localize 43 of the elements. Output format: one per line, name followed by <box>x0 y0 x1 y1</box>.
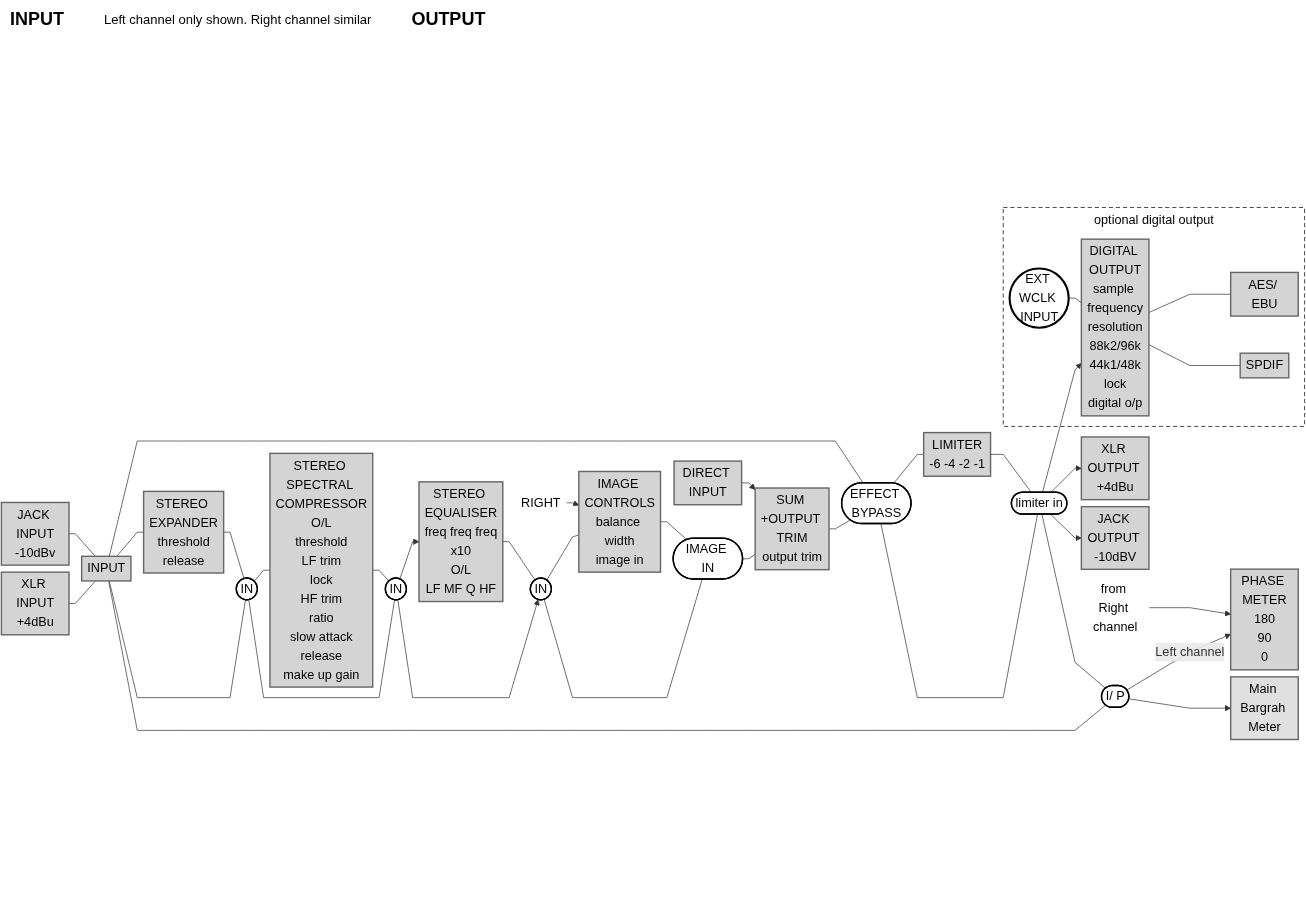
connector <box>660 521 688 541</box>
connector <box>742 553 756 560</box>
section-label: INPUT <box>10 8 64 30</box>
node-box: IMAGE CONTROLS balance width image in <box>578 470 662 573</box>
connector <box>543 579 703 698</box>
connector <box>248 599 395 698</box>
node-box: XLR INPUT +4dBu <box>0 571 70 636</box>
connector <box>108 580 246 698</box>
connector <box>1148 344 1241 366</box>
section-label: OUTPUT <box>411 8 486 30</box>
connector <box>372 569 390 582</box>
node-box: INPUT <box>80 555 132 582</box>
node-box: LIMITER -6 -4 -2 -1 <box>922 431 992 477</box>
node-box: JACK INPUT -10dBv <box>0 501 70 566</box>
connector <box>108 580 1107 731</box>
connector <box>68 580 96 604</box>
connector <box>116 531 144 557</box>
node-circle: EXT WCLK INPUT <box>1008 267 1070 329</box>
node-box: STEREO EQUALISER freq freq freq x10 O/L LF MF Q HF <box>418 481 504 603</box>
connector <box>880 514 1038 698</box>
edge-label: Left channel <box>1155 644 1225 659</box>
connector <box>893 454 924 484</box>
node-box: JACK OUTPUT -10dBV <box>1080 505 1150 571</box>
connector <box>1068 297 1082 304</box>
note-text: Left channel only shown. Right channel similar <box>104 11 372 27</box>
node-box: SPDIF <box>1239 352 1290 379</box>
node-box: DIGITAL OUTPUT sample frequency resolution 88k2/96k 44k1/48k lock digital o/p <box>1080 238 1150 417</box>
node-box: SUM +OUTPUT TRIM output trim <box>754 487 830 571</box>
connector <box>1148 293 1231 313</box>
connector <box>108 440 864 557</box>
connector <box>68 533 96 557</box>
node-box: STEREO EXPANDER threshold release <box>142 490 225 574</box>
connector <box>502 541 536 581</box>
node-box: XLR OUTPUT +4dBu <box>1080 436 1150 501</box>
node-box: PHASE METER 180 90 0 <box>1229 568 1299 671</box>
node-box: DIRECT INPUT <box>673 460 743 506</box>
node-text: RIGHT <box>521 495 561 510</box>
node-box: Main Bargrah Meter <box>1229 676 1299 741</box>
connector <box>223 531 245 580</box>
connector <box>990 454 1032 493</box>
node-text: from Right channel <box>1092 581 1138 634</box>
node-box: STEREO SPECTRAL COMPRESSOR O/L threshold LF trim lock HF trim ratio slow attack release make up gain <box>269 452 374 688</box>
node-box: AES/ EBU <box>1229 271 1299 317</box>
